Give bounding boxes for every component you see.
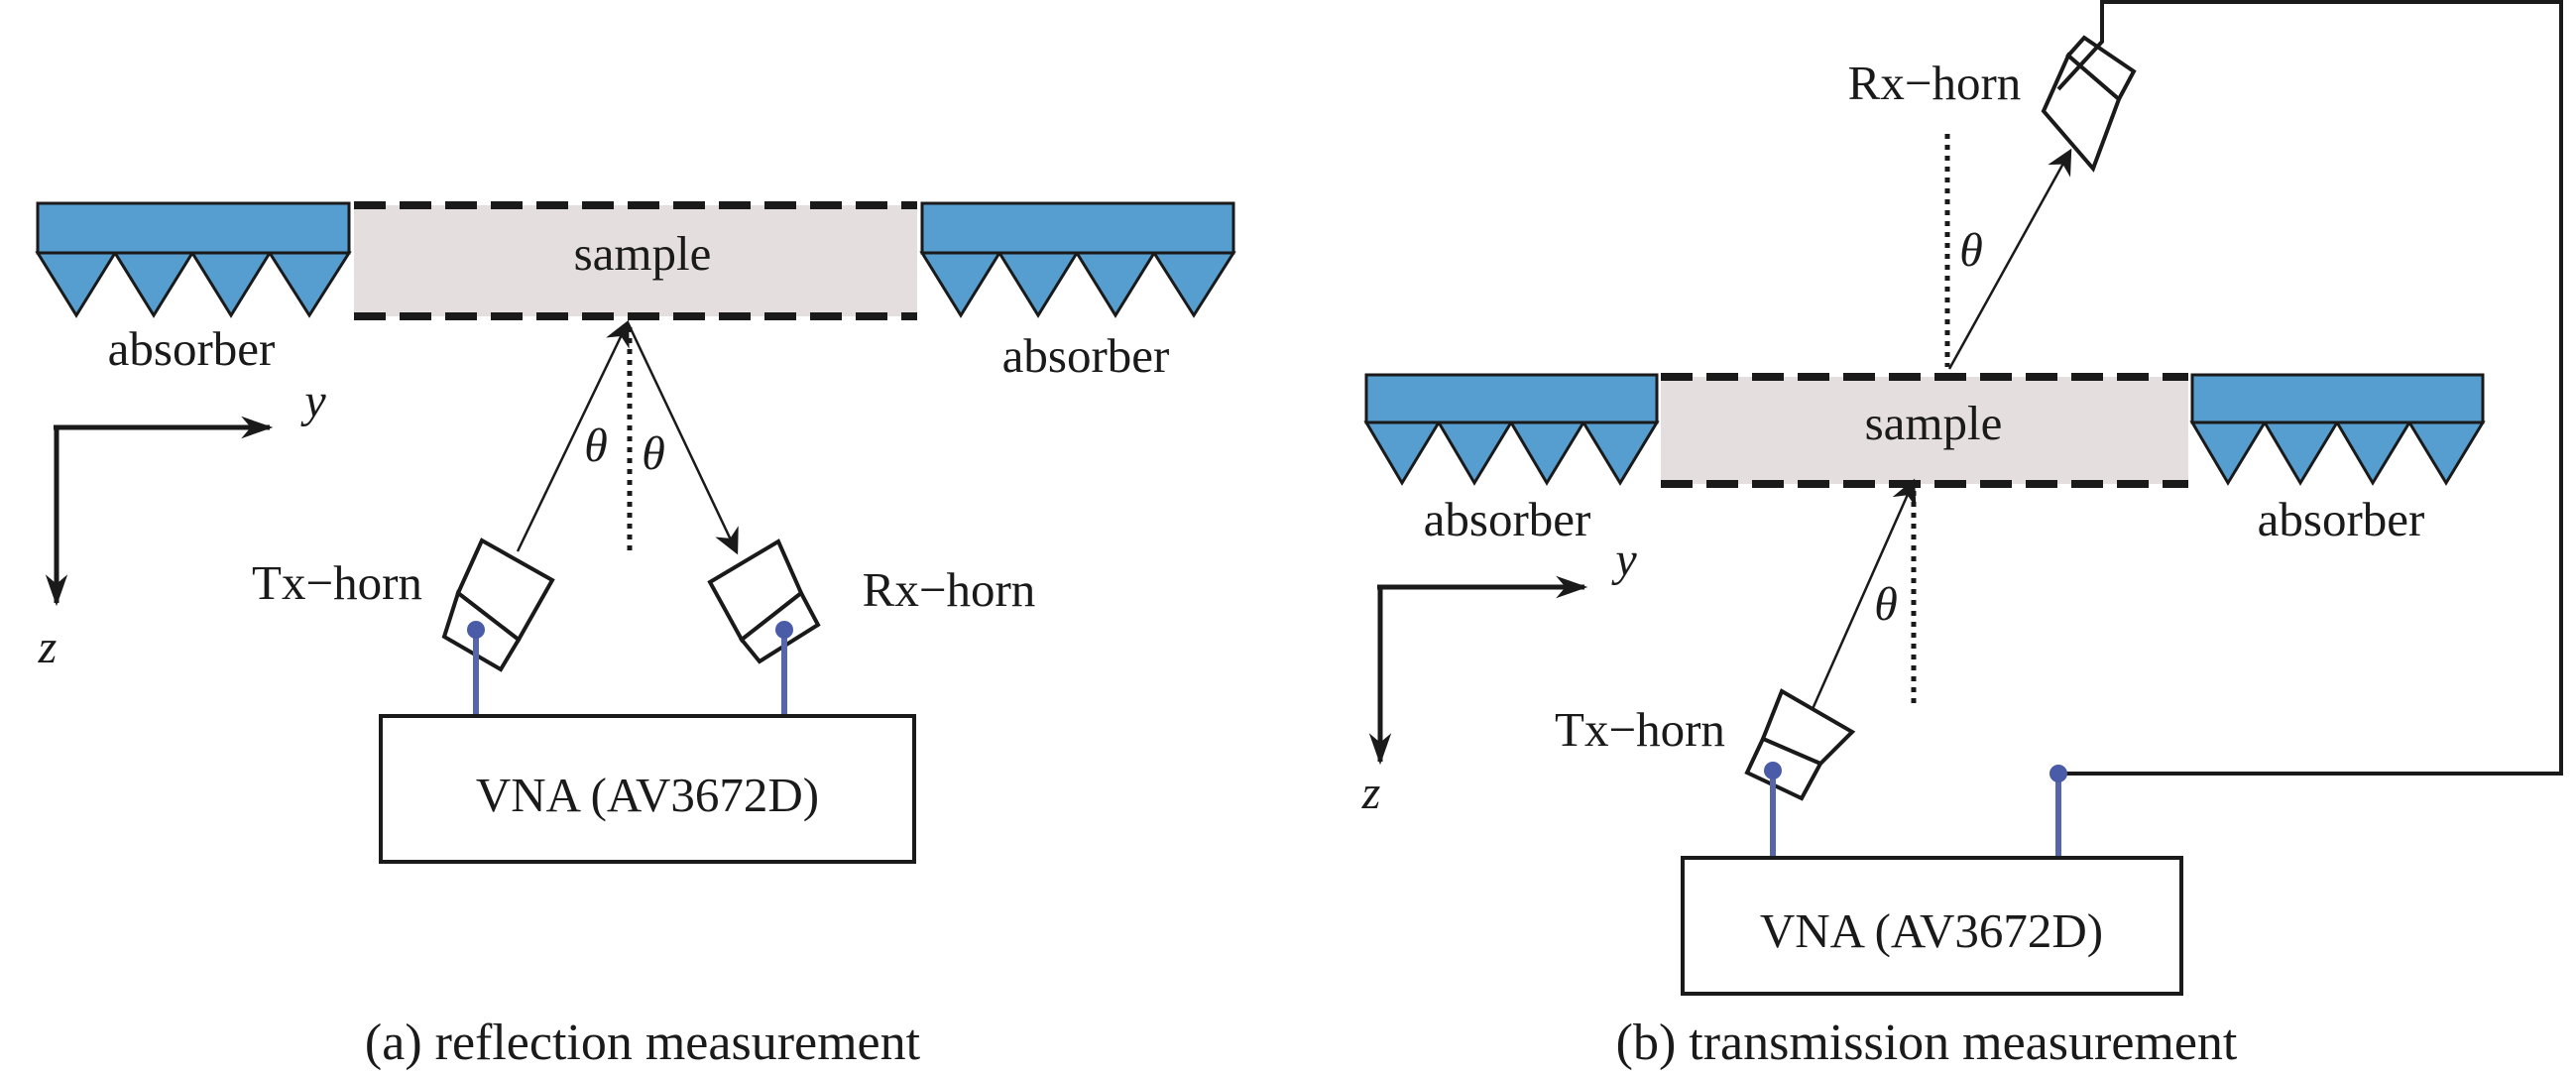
caption-b: (b) transmission measurement — [1616, 1015, 2238, 1071]
reflected-ray — [626, 321, 739, 555]
tx-horn-label: Tx−horn — [1555, 702, 1725, 757]
theta-label: θ — [1874, 578, 1898, 631]
sample-slab-b — [1661, 373, 2188, 488]
sample-label: sample — [1865, 396, 2003, 450]
vna-label: VNA (AV3672D) — [1760, 903, 2103, 958]
sample-label: sample — [574, 226, 712, 281]
axis-z-label: z — [38, 621, 58, 673]
transmitted-ray — [1947, 148, 2072, 370]
panel-reflection: absorber sample absorber y z θ θ — [35, 201, 1236, 1071]
theta-label: θ — [584, 419, 608, 472]
sample-slab-a — [354, 201, 917, 320]
axis-y-label: y — [299, 375, 326, 427]
absorber-label: absorber — [108, 321, 276, 376]
absorber-left-a — [35, 201, 352, 318]
absorber-right-b — [2189, 373, 2486, 486]
axis-z-label: z — [1361, 767, 1381, 819]
incident-ray — [1807, 478, 1917, 719]
rx-return-cable — [2056, 0, 2563, 776]
axes-a — [45, 416, 274, 607]
rx-horn-label: Rx−horn — [1848, 56, 2022, 110]
incident-ray — [516, 319, 630, 552]
absorber-right-a — [919, 201, 1236, 318]
vna-label: VNA (AV3672D) — [476, 768, 819, 822]
panel-transmission: absorber sample absorber y z θ θ — [1361, 0, 2563, 1071]
absorber-label: absorber — [1002, 328, 1170, 383]
rx-horn-icon — [707, 538, 821, 664]
axes-b — [1368, 575, 1588, 766]
vna-box — [1681, 856, 2183, 996]
absorber-left-b — [1363, 373, 1660, 486]
vna-box — [379, 714, 916, 864]
theta-label: θ — [642, 427, 665, 480]
absorber-label: absorber — [1424, 492, 1591, 546]
axis-y-label: y — [1610, 534, 1637, 586]
absorber-label: absorber — [2258, 492, 2425, 546]
tx-horn-icon — [441, 538, 555, 672]
caption-a: (a) reflection measurement — [365, 1015, 921, 1071]
theta-label: θ — [1959, 224, 1983, 277]
tx-horn-icon — [1744, 688, 1856, 801]
rx-horn-label: Rx−horn — [863, 562, 1036, 617]
tx-horn-label: Tx−horn — [252, 555, 422, 610]
